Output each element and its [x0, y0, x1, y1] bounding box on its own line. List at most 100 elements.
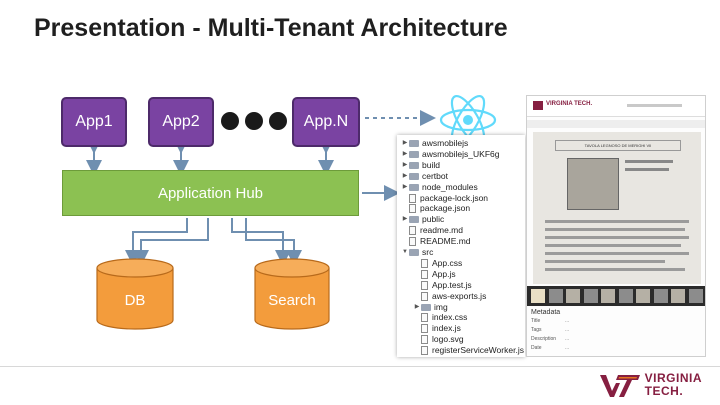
- thumbnail[interactable]: [618, 289, 633, 303]
- file-tree-item[interactable]: ▶img: [413, 302, 448, 313]
- expand-caret-icon[interactable]: ▶: [402, 216, 408, 223]
- file-tree-label: README.md: [420, 236, 471, 247]
- expand-caret-icon[interactable]: ▶: [402, 161, 408, 168]
- vt-mark-icon: [599, 375, 640, 397]
- file-icon: [421, 258, 428, 268]
- ellipsis-dot: [269, 112, 287, 130]
- hub-search-connector: [231, 218, 291, 266]
- shot-doc-heading: TAVOLA LEGNOSO DE MERIGHI VII: [555, 140, 681, 151]
- file-icon: [409, 193, 416, 203]
- shot-caption: Metadata: [531, 309, 561, 316]
- metadata-value: ...: [565, 345, 570, 351]
- file-tree-label: package.json: [420, 203, 471, 214]
- file-tree-item[interactable]: ▶ node_modules: [401, 182, 478, 193]
- folder-icon: [421, 303, 431, 311]
- expand-caret-icon[interactable]: ▶: [402, 150, 408, 157]
- thumbnail[interactable]: [601, 289, 615, 303]
- project-file-tree: ▶ awsmobilejs▶awsmobilejs_UKF6g▶build▶cer…: [397, 135, 525, 357]
- file-icon: [421, 269, 428, 279]
- file-tree-label: App.test.js: [432, 279, 472, 290]
- file-tree-item[interactable]: App.js: [413, 269, 456, 280]
- thumbnail[interactable]: [636, 289, 650, 303]
- ellipsis-dot: [221, 112, 239, 130]
- vt-wordmark-line1: VIRGINIA: [644, 371, 702, 385]
- appn-box: App.N: [292, 97, 360, 147]
- expand-caret-icon[interactable]: ▶: [414, 303, 420, 310]
- thumbnail[interactable]: [548, 289, 563, 303]
- file-tree-label: public: [422, 214, 445, 225]
- file-tree-item[interactable]: ▶awsmobilejs_UKF6g: [401, 149, 500, 160]
- thumbnail[interactable]: [653, 289, 668, 303]
- shot-doc-line: [545, 260, 665, 263]
- expand-caret-icon[interactable]: ▶: [402, 140, 408, 146]
- app2-box: App2: [148, 97, 214, 147]
- folder-icon: [409, 249, 419, 256]
- file-tree-label: node_modules: [422, 181, 478, 192]
- file-icon: [409, 237, 416, 247]
- file-tree-item[interactable]: ▼ src: [401, 247, 433, 258]
- shot-doc-line: [545, 244, 681, 247]
- ellipsis-dot: [245, 112, 263, 130]
- file-tree-label: registerServiceWorker.js: [432, 345, 524, 356]
- app1-box: App1: [61, 97, 127, 147]
- thumbnail[interactable]: [566, 289, 580, 303]
- vt-wordmark-line2: TECH.: [644, 384, 684, 398]
- metadata-value: ...: [565, 327, 570, 333]
- search-cylinder: Search: [254, 258, 330, 330]
- file-icon: [421, 324, 428, 334]
- file-tree-item[interactable]: registerServiceWorker.js: [413, 345, 524, 356]
- shot-thumbnail-strip[interactable]: [527, 286, 705, 306]
- file-tree-item[interactable]: index.css: [413, 312, 467, 323]
- file-tree-item[interactable]: README.md: [401, 236, 471, 247]
- file-tree-label: awsmobilejs: [422, 138, 469, 148]
- file-tree-label: index.css: [432, 312, 468, 323]
- slide-title: Presentation - Multi-Tenant Architecture: [34, 14, 508, 42]
- file-tree-item[interactable]: package-lock.json: [401, 193, 488, 204]
- shot-doc-line: [545, 220, 689, 223]
- application-hub: Application Hub: [62, 170, 359, 216]
- shot-document: TAVOLA LEGNOSO DE MERIGHI VII: [533, 132, 701, 284]
- file-tree-item[interactable]: readme.md: [401, 225, 463, 236]
- file-tree-item[interactable]: index.js: [413, 323, 461, 334]
- expand-caret-icon[interactable]: ▶: [402, 183, 408, 190]
- shot-doc-line: [545, 228, 685, 231]
- file-tree-item[interactable]: ▶ public: [401, 214, 445, 225]
- thumbnail[interactable]: [531, 289, 545, 303]
- search-label: Search: [268, 292, 316, 309]
- folder-icon: [409, 172, 419, 180]
- file-tree-item[interactable]: logo.svg: [413, 334, 464, 345]
- file-tree-label: App.js: [432, 268, 456, 279]
- file-tree-label: src: [422, 247, 434, 257]
- file-tree-item[interactable]: aws-exports.js: [413, 291, 486, 302]
- thumbnail[interactable]: [671, 289, 685, 303]
- file-tree-item[interactable]: ▶build: [401, 160, 440, 171]
- expand-caret-icon[interactable]: ▶: [402, 172, 408, 179]
- folder-icon: [409, 161, 419, 169]
- shot-toolbar[interactable]: [527, 120, 705, 128]
- db-cylinder: DB: [96, 258, 174, 330]
- shot-nav[interactable]: [627, 104, 682, 107]
- footer-divider: [0, 366, 720, 367]
- file-tree-label: aws-exports.js: [432, 290, 487, 301]
- thumbnail[interactable]: [688, 289, 703, 303]
- file-tree-item[interactable]: package.json: [401, 203, 470, 214]
- shot-doc-line: [545, 268, 685, 271]
- shot-doc-image: [567, 158, 619, 210]
- thumbnail[interactable]: [583, 289, 598, 303]
- hub-db-connector: [125, 218, 188, 266]
- shot-doc-line: [545, 236, 689, 239]
- file-tree-item[interactable]: App.css: [413, 258, 462, 269]
- file-tree-item[interactable]: ▶certbot: [401, 171, 448, 182]
- file-tree-label: index.js: [432, 323, 461, 334]
- file-icon: [421, 335, 428, 345]
- shot-banner: VIRGINIA TECH.: [546, 101, 593, 107]
- file-tree-item[interactable]: App.test.js: [413, 280, 472, 291]
- file-icon: [421, 291, 428, 301]
- db-label: DB: [124, 292, 146, 309]
- file-tree-item[interactable]: ▶ awsmobilejs: [401, 138, 469, 149]
- file-tree-label: package-lock.json: [420, 192, 489, 203]
- file-icon: [421, 280, 428, 290]
- expand-caret-icon[interactable]: ▼: [402, 249, 408, 255]
- shot-header: VIRGINIA TECH.: [527, 96, 705, 117]
- metadata-key: Description: [531, 336, 557, 342]
